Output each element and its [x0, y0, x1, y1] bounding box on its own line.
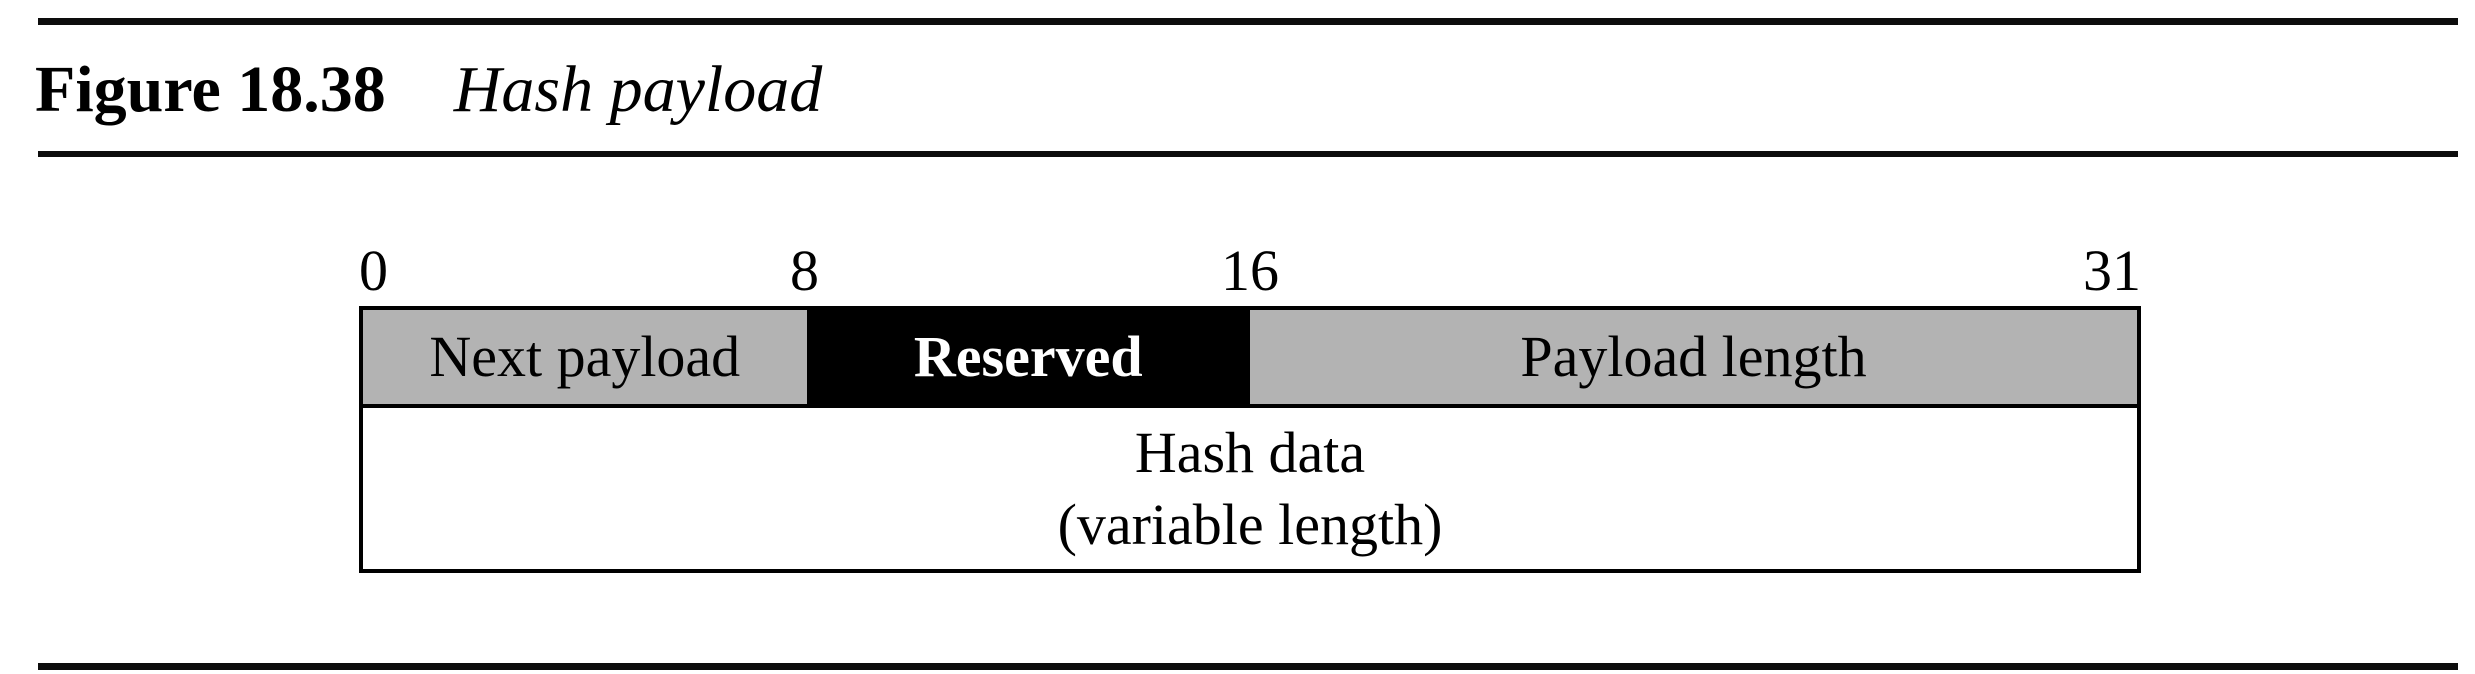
top-rule	[38, 18, 2458, 25]
field-payload-length: Payload length	[1250, 310, 2137, 404]
field-reserved: Reserved	[806, 310, 1250, 404]
field-hash-data-label: Hash data	[1134, 419, 1366, 485]
bit-position-labels: 0 8 16 31	[359, 236, 2141, 306]
bit-label-31: 31	[2083, 238, 2141, 303]
field-hash-data-sublabel: (variable length)	[1057, 491, 1443, 557]
field-next-payload-label: Next payload	[429, 324, 741, 389]
bottom-rule	[38, 663, 2458, 670]
figure-caption: Figure 18.38 Hash payload	[35, 53, 823, 127]
caption-divider-rule	[38, 151, 2458, 157]
figure-number: Figure 18.38	[35, 53, 386, 126]
header-field-row: Next payload Reserved Payload length	[363, 310, 2137, 404]
field-payload-length-label: Payload length	[1520, 324, 1867, 389]
bit-label-8: 8	[790, 238, 819, 303]
field-next-payload: Next payload	[363, 310, 807, 404]
bit-label-16: 16	[1221, 238, 1279, 303]
bit-label-0: 0	[359, 238, 388, 303]
packet-diagram: 0 8 16 31 Next payload Reserved Payload …	[359, 236, 2141, 573]
field-reserved-label: Reserved	[913, 324, 1143, 389]
field-hash-data: Hash data (variable length)	[363, 404, 2137, 569]
figure-title: Hash payload	[453, 53, 823, 126]
packet-box: Next payload Reserved Payload length Has…	[359, 306, 2141, 573]
